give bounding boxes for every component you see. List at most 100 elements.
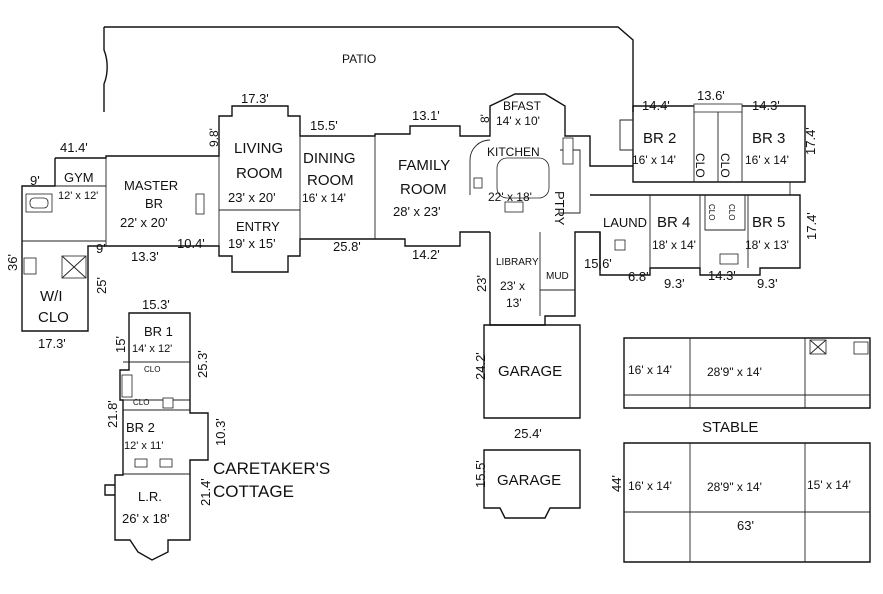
kitchen-size: 22' x 18' xyxy=(488,190,532,204)
wi-closet-name-1: W/I xyxy=(40,288,63,305)
dim-left-25: 25' xyxy=(94,277,109,294)
dim-bfast-side: 8' xyxy=(478,114,492,123)
br3-closet: CLO xyxy=(718,153,732,178)
dining-room-name-1: DINING xyxy=(303,150,356,167)
dim-gym-side: 9' xyxy=(30,173,40,188)
cottage-title-1: CARETAKER'S xyxy=(213,459,330,478)
cottage-title-2: COTTAGE xyxy=(213,482,294,501)
br2-name: BR 2 xyxy=(643,130,676,147)
dim-living-top: 17.3' xyxy=(241,91,269,106)
master-br-name: MASTER xyxy=(124,178,178,193)
stable-stall-top-2: 28'9" x 14' xyxy=(707,365,762,379)
dim-br-mid-bottom: 14.3' xyxy=(708,268,736,283)
cottage-br1-size: 14' x 12' xyxy=(132,343,172,355)
gym-size: 12' x 12' xyxy=(58,190,98,202)
br5-name: BR 5 xyxy=(752,214,785,231)
dim-cottage-right-lower: 21.4' xyxy=(198,478,213,506)
master-br-name-line2: BR xyxy=(145,196,163,211)
cottage-br2-name: BR 2 xyxy=(126,420,155,435)
stable-stall-bottom-2: 28'9" x 14' xyxy=(707,480,762,494)
dim-stable-depth: 44' xyxy=(609,475,624,492)
dim-cottage-right-upper: 25.3' xyxy=(195,350,210,378)
cottage-lr-size: 26' x 18' xyxy=(122,511,170,526)
patio-label: PATIO xyxy=(342,52,376,66)
dim-wi-bottom: 17.3' xyxy=(38,336,66,351)
dim-br5-side: 17.4' xyxy=(804,212,819,240)
master-br-size: 22' x 20' xyxy=(120,215,168,230)
library-size-1: 23' x xyxy=(500,279,525,293)
dim-br2-top: 14.4' xyxy=(642,98,670,113)
dim-br3-side: 17.4' xyxy=(803,127,818,155)
mud-name: MUD xyxy=(546,271,569,282)
fixtures xyxy=(23,137,869,355)
family-room-size: 28' x 23' xyxy=(393,204,441,219)
dim-garage-2-side: 15.5' xyxy=(473,460,488,488)
cottage-br2-size: 12' x 11' xyxy=(124,440,163,452)
br5-size: 18' x 13' xyxy=(745,238,789,252)
br3-name: BR 3 xyxy=(752,130,785,147)
garages: GARAGE 24.2' 25.4' GARAGE 15.5' xyxy=(473,324,581,519)
gym-name: GYM xyxy=(64,170,94,185)
entry-size: 19' x 15' xyxy=(228,236,276,251)
dining-room-name-2: ROOM xyxy=(307,172,354,189)
dim-left-9: 9' xyxy=(96,241,106,256)
cottage-closet-1: CLO xyxy=(144,365,160,374)
stable-stall-top-1: 16' x 14' xyxy=(628,363,672,377)
dim-br3-top: 14.3' xyxy=(752,98,780,113)
family-room-name-2: ROOM xyxy=(400,181,447,198)
main-house-dimensions: 41.4' 9' 36' 9' 25' 17.3' 9.8' 15.5' 13.… xyxy=(5,88,819,351)
caretakers-cottage: BR 1 14' x 12' CLO CLO BR 2 12' x 11' L.… xyxy=(104,297,330,561)
dim-entry-bottom: 25.8' xyxy=(333,239,361,254)
library-size-2: 13' xyxy=(506,296,522,310)
dim-br5-bottom: 9.3' xyxy=(757,276,778,291)
dim-gym-top: 41.4' xyxy=(60,140,88,155)
dim-br4-bottom: 9.3' xyxy=(664,276,685,291)
entry-name: ENTRY xyxy=(236,219,280,234)
library-name: LIBRARY xyxy=(496,257,539,268)
dim-library-side: 23' xyxy=(474,275,489,292)
br4-closet: CLO xyxy=(707,204,716,220)
cottage-lr-name: L.R. xyxy=(138,489,162,504)
dim-entry-left: 10.4' xyxy=(177,236,205,251)
cottage-closet-2: CLO xyxy=(133,398,149,407)
family-room-name-1: FAMILY xyxy=(398,157,450,174)
cottage-br1-name: BR 1 xyxy=(144,324,173,339)
dim-laund: 15.6' xyxy=(584,256,612,271)
dim-stable-width: 63' xyxy=(737,518,754,533)
dim-cottage-left-mid: 21.8' xyxy=(105,400,120,428)
garage-2-name: GARAGE xyxy=(497,472,561,489)
garage-1-name: GARAGE xyxy=(498,363,562,380)
dining-room-size: 16' x 14' xyxy=(302,191,346,205)
dim-cottage-br1-side: 15' xyxy=(113,336,128,353)
dim-cottage-top: 15.3' xyxy=(142,297,170,312)
kitchen-name: KITCHEN xyxy=(487,145,540,159)
bfast-name: BFAST xyxy=(503,99,542,113)
living-room-size: 23' x 20' xyxy=(228,190,276,205)
pantry-name: PTRY xyxy=(552,191,567,226)
br2-closet: CLO xyxy=(693,153,707,178)
stable-name: STABLE xyxy=(702,419,758,436)
dim-family-bottom: 14.2' xyxy=(412,247,440,262)
main-house-labels: GYM 12' x 12' MASTER BR 22' x 20' LIVING… xyxy=(38,99,789,326)
dim-laund-bottom: 6.8' xyxy=(628,269,649,284)
stable: 16' x 14' 28'9" x 14' STABLE 16' x 14' 2… xyxy=(609,337,871,563)
br4-size: 18' x 14' xyxy=(652,238,696,252)
wi-closet-name-2: CLO xyxy=(38,309,69,326)
br5-closet: CLO xyxy=(727,204,736,220)
dim-living-side: 9.8' xyxy=(207,128,221,147)
dim-dining-top: 15.5' xyxy=(310,118,338,133)
dim-family-top: 13.1' xyxy=(412,108,440,123)
dim-left-36: 36' xyxy=(5,254,20,271)
dim-master-bottom: 13.3' xyxy=(131,249,159,264)
stable-stall-bottom-3: 15' x 14' xyxy=(807,478,851,492)
living-room-name-2: ROOM xyxy=(236,165,283,182)
br3-size: 16' x 14' xyxy=(745,153,789,167)
dim-br-mid-top: 13.6' xyxy=(697,88,725,103)
main-house-walls xyxy=(21,93,806,332)
br4-name: BR 4 xyxy=(657,214,690,231)
patio: PATIO xyxy=(103,26,634,112)
dim-garage-width: 25.4' xyxy=(514,426,542,441)
stable-stall-bottom-1: 16' x 14' xyxy=(628,479,672,493)
living-room-name-1: LIVING xyxy=(234,140,283,157)
